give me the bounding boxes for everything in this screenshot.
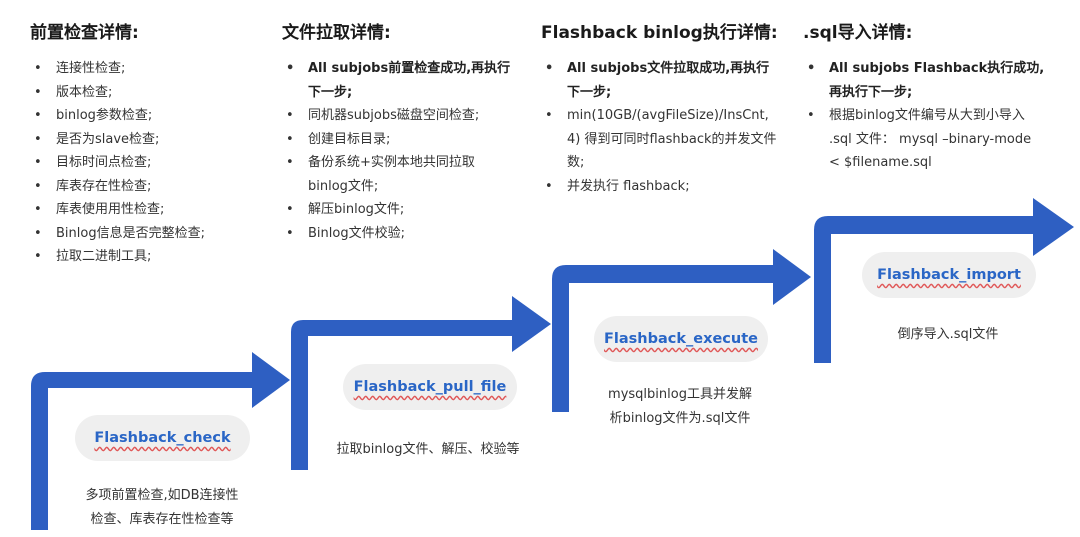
arrow-step-1 (31, 352, 290, 530)
desc-line: 检查、库表存在性检查等 (90, 512, 234, 527)
detail-item: 创建目标目录; (282, 128, 514, 152)
detail-item: 备份系统+实例本地共同拉取binlog文件; (282, 151, 514, 198)
detail-item: All subjobs Flashback执行成功,再执行下一步; (803, 57, 1045, 104)
step-label: Flashback_execute (604, 331, 758, 347)
detail-item: 并发执行 flashback; (541, 175, 781, 199)
step-label: Flashback_pull_file (353, 379, 507, 395)
desc-line: 拉取binlog文件、解压、校验等 (336, 442, 520, 457)
column-list: 连接性检查;版本检查;binlog参数检查;是否为slave检查;目标时间点检查… (30, 57, 260, 269)
step-desc-execute: mysqlbinlog工具并发解析binlog文件为.sql文件 (585, 383, 775, 431)
arrow-step-2 (291, 296, 551, 470)
detail-item: binlog参数检查; (30, 104, 260, 128)
step-desc-text: 拉取binlog文件、解压、校验等 (318, 438, 538, 462)
arrow-step-4 (814, 198, 1074, 363)
detail-item: min(10GB/(avgFileSize)/InsCnt, 4) 得到可同时f… (541, 104, 781, 175)
step-pill-check: Flashback_check (75, 415, 250, 461)
desc-line: 多项前置检查,如DB连接性 (85, 488, 239, 503)
step-pill-pull-file: Flashback_pull_file (343, 364, 517, 410)
column-title: .sql导入详情: (803, 23, 913, 43)
detail-item: 拉取二进制工具; (30, 245, 260, 269)
column-pull-file: 文件拉取详情: All subjobs前置检查成功,再执行下一步;同机器subj… (282, 18, 514, 245)
column-list: All subjobs Flashback执行成功,再执行下一步;根据binlo… (803, 57, 1045, 175)
detail-item: Binlog文件校验; (282, 222, 514, 246)
desc-line: 析binlog文件为.sql文件 (609, 411, 751, 426)
detail-item: 目标时间点检查; (30, 151, 260, 175)
column-title: 文件拉取详情: (282, 23, 391, 43)
detail-item: All subjobs文件拉取成功,再执行下一步; (541, 57, 781, 104)
detail-item: 库表存在性检查; (30, 175, 260, 199)
detail-item: 同机器subjobs磁盘空间检查; (282, 104, 514, 128)
column-title: 前置检查详情: (30, 23, 139, 43)
column-list: All subjobs前置检查成功,再执行下一步;同机器subjobs磁盘空间检… (282, 57, 514, 245)
arrow-step-3 (552, 249, 811, 412)
step-label: Flashback_check (94, 430, 231, 446)
step-desc-pull-file: 拉取binlog文件、解压、校验等 (318, 438, 538, 462)
step-desc-check: 多项前置检查,如DB连接性检查、库表存在性检查等 (62, 484, 262, 532)
detail-item: 连接性检查; (30, 57, 260, 81)
step-desc-import: 倒序导入.sql文件 (858, 323, 1038, 347)
step-label: Flashback_import (877, 267, 1021, 283)
detail-item: Binlog信息是否完整检查; (30, 222, 260, 246)
detail-item: 根据binlog文件编号从大到小导入 .sql 文件： mysql –binar… (803, 104, 1045, 175)
detail-item: 版本检查; (30, 81, 260, 105)
step-desc-text: mysqlbinlog工具并发解析binlog文件为.sql文件 (585, 383, 775, 431)
column-import: .sql导入详情: All subjobs Flashback执行成功,再执行下… (803, 18, 1045, 175)
desc-line: mysqlbinlog工具并发解 (608, 387, 752, 402)
detail-item: All subjobs前置检查成功,再执行下一步; (282, 57, 514, 104)
detail-item: 是否为slave检查; (30, 128, 260, 152)
detail-item: 库表使用用性检查; (30, 198, 260, 222)
desc-line: 倒序导入.sql文件 (897, 327, 999, 342)
step-desc-text: 倒序导入.sql文件 (858, 323, 1038, 347)
column-execute: Flashback binlog执行详情: All subjobs文件拉取成功,… (541, 18, 781, 198)
column-title: Flashback binlog执行详情: (541, 23, 778, 43)
column-precheck: 前置检查详情: 连接性检查;版本检查;binlog参数检查;是否为slave检查… (30, 18, 260, 269)
step-desc-text: 多项前置检查,如DB连接性检查、库表存在性检查等 (62, 484, 262, 532)
step-pill-execute: Flashback_execute (594, 316, 768, 362)
column-list: All subjobs文件拉取成功,再执行下一步;min(10GB/(avgFi… (541, 57, 781, 198)
detail-item: 解压binlog文件; (282, 198, 514, 222)
step-pill-import: Flashback_import (862, 252, 1036, 298)
